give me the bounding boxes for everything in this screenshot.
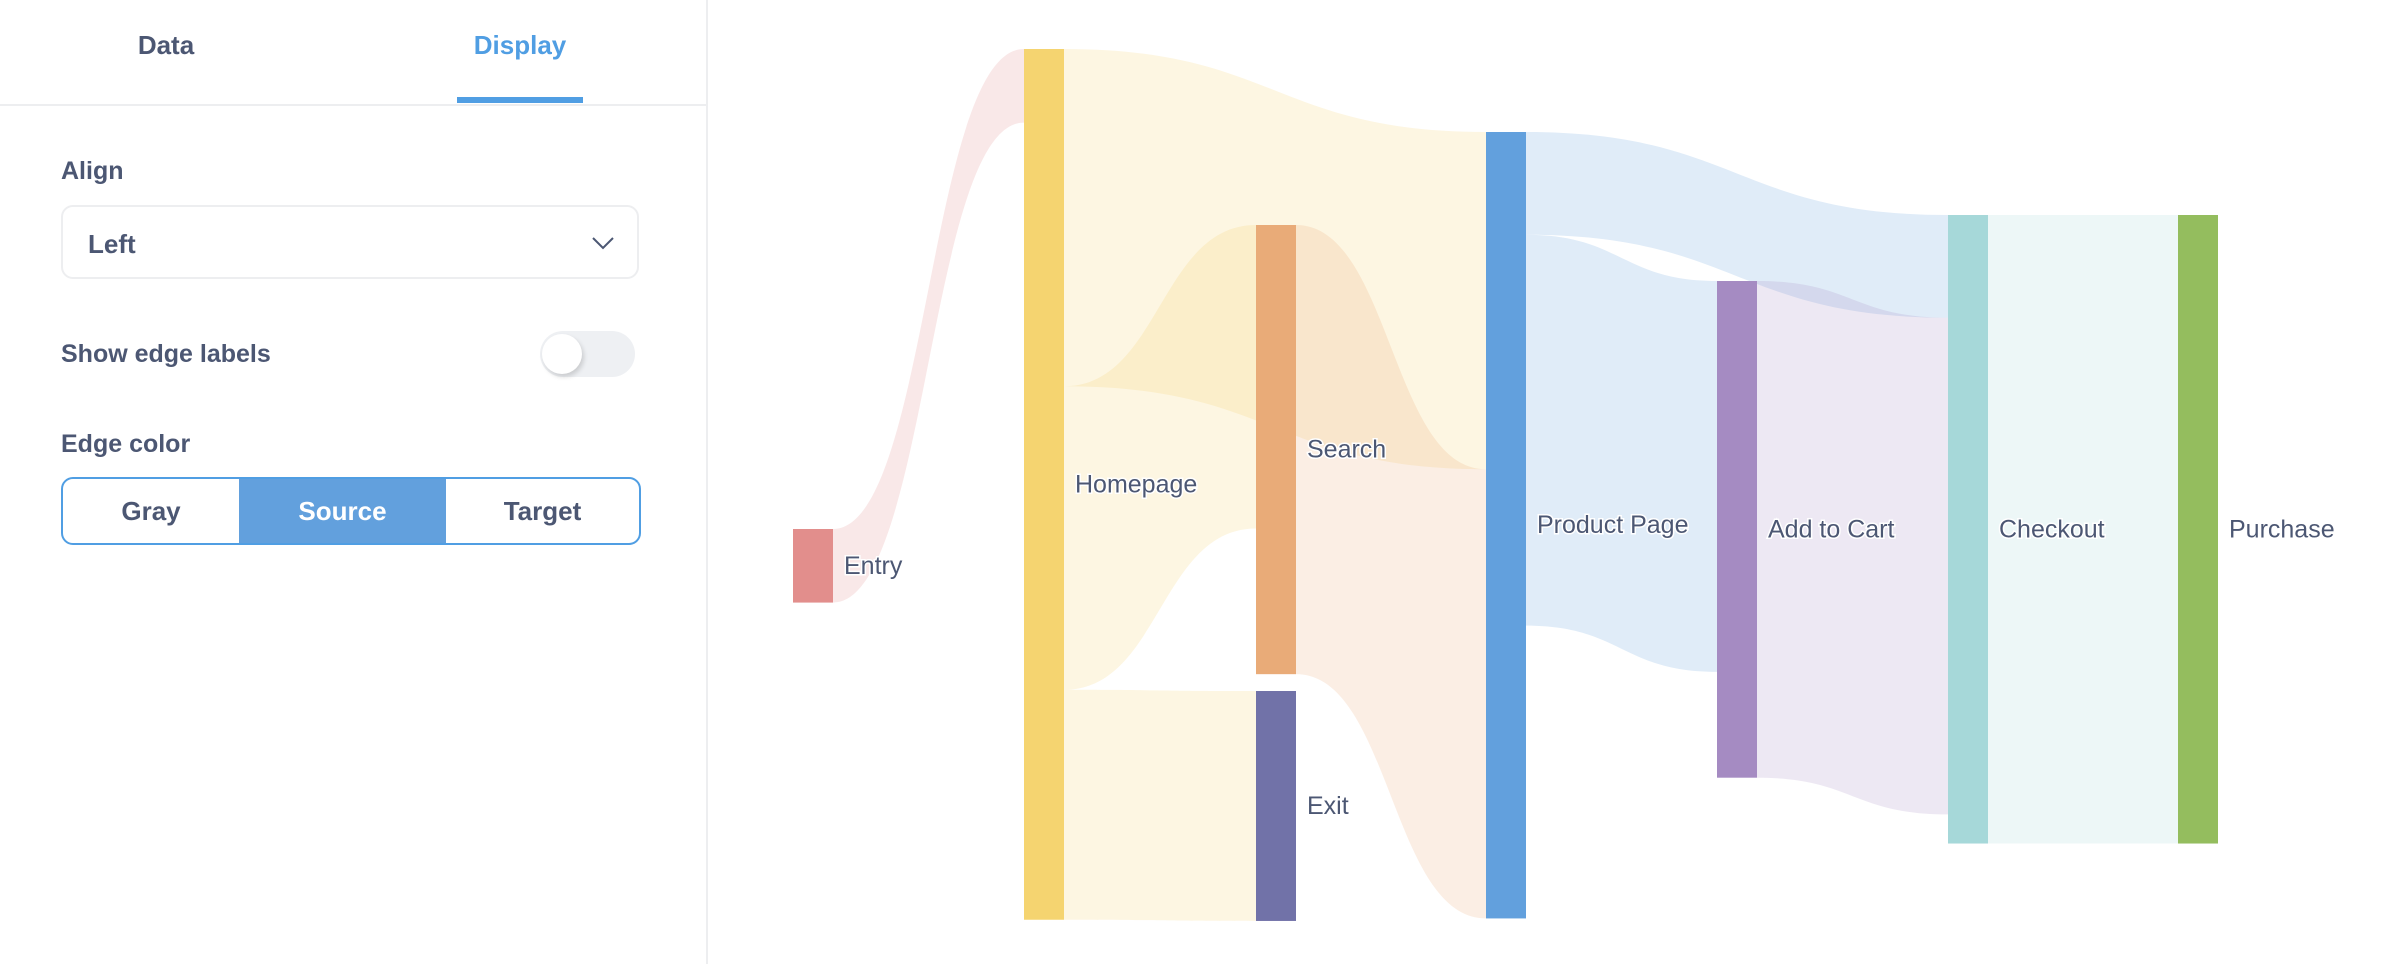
- sankey-node-search[interactable]: [1256, 225, 1296, 675]
- sankey-node-label-checkout: Checkout: [1999, 515, 2105, 543]
- sankey-link-homepage-to-exit[interactable]: [1064, 689, 1256, 921]
- active-tab-indicator: [457, 97, 583, 103]
- sankey-node-label-add-to-cart: Add to Cart: [1768, 515, 1895, 543]
- sankey-node-product-page[interactable]: [1486, 132, 1526, 919]
- sankey-node-add-to-cart[interactable]: [1717, 281, 1757, 778]
- edge-color-gray-button[interactable]: Gray: [121, 495, 181, 526]
- sankey-link-product-page-to-add-to-cart[interactable]: [1526, 234, 1717, 672]
- sankey-node-checkout[interactable]: [1948, 215, 1988, 844]
- edge-color-target-button[interactable]: Target: [503, 495, 582, 526]
- sankey-node-purchase[interactable]: [2178, 215, 2218, 844]
- tab-bar: Data Display: [0, 0, 706, 106]
- sankey-node-label-homepage: Homepage: [1075, 470, 1197, 498]
- sankey-node-label-product-page: Product Page: [1537, 511, 1689, 539]
- edge-color-label: Edge color: [61, 430, 191, 458]
- tab-data[interactable]: Data: [137, 30, 195, 60]
- align-select[interactable]: Left: [61, 205, 639, 279]
- sankey-link-homepage-to-search[interactable]: [1064, 225, 1256, 690]
- sankey-node-exit[interactable]: [1256, 691, 1296, 921]
- settings-panel: Data Display Align Left Show edge labels…: [0, 0, 708, 964]
- sankey-link-product-page-to-checkout[interactable]: [1526, 132, 1948, 318]
- align-label: Align: [61, 157, 124, 185]
- sankey-node-entry[interactable]: [793, 529, 833, 603]
- sankey-link-search-to-product-page[interactable]: [1296, 225, 1486, 919]
- edge-color-source-button[interactable]: Source: [239, 479, 446, 543]
- tab-display[interactable]: Display: [473, 30, 567, 60]
- show-edge-labels-toggle[interactable]: [540, 331, 635, 377]
- toggle-knob: [542, 334, 582, 374]
- sankey-node-label-exit: Exit: [1307, 792, 1349, 820]
- edge-color-segmented-control: Gray Source Target: [61, 477, 641, 545]
- sankey-node-homepage[interactable]: [1024, 49, 1064, 920]
- sankey-link-checkout-to-purchase[interactable]: [1988, 215, 2178, 844]
- show-edge-labels-label: Show edge labels: [61, 340, 271, 368]
- sankey-node-label-entry: Entry: [844, 552, 903, 580]
- sankey-node-label-purchase: Purchase: [2229, 515, 2335, 543]
- align-select-value: Left: [88, 229, 136, 259]
- sankey-node-label-search: Search: [1307, 436, 1386, 464]
- sankey-link-entry-to-homepage[interactable]: [833, 49, 1024, 603]
- chevron-down-icon: [592, 237, 614, 250]
- sankey-link-add-to-cart-to-checkout[interactable]: [1757, 281, 1948, 815]
